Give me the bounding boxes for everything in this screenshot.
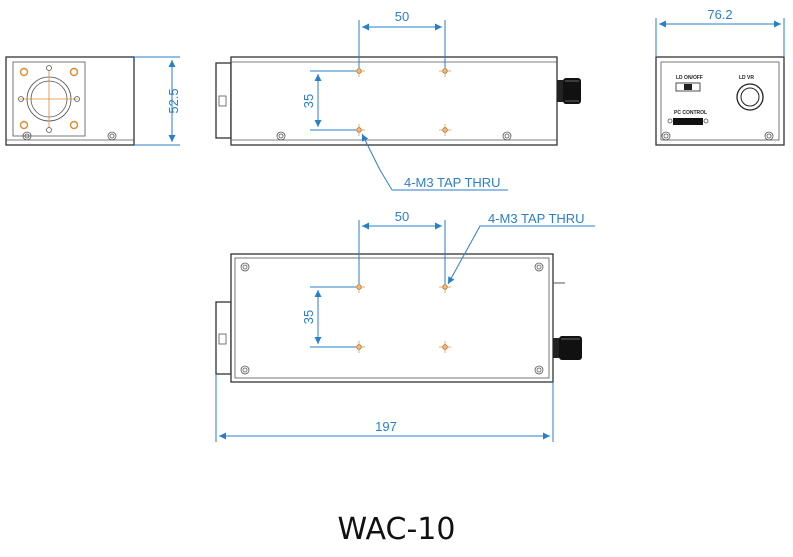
rear-width-dimension: 76.2 — [707, 7, 732, 22]
front-mount-holes — [18, 65, 80, 133]
front-view: 52.5 — [5, 56, 181, 146]
top-hole-spacing-h: 50 — [395, 209, 409, 224]
top-view-body — [230, 253, 554, 383]
front-height-dimension: 52.5 — [166, 88, 181, 113]
top-view-mount-plate — [215, 301, 232, 375]
side-tap-callout: 4-M3 TAP THRU — [404, 175, 501, 190]
side-screws — [276, 131, 512, 141]
top-screws — [240, 262, 544, 375]
rear-view: LD ON/OFF LD VR PC CONTROL 76.2 — [655, 7, 785, 146]
top-tap-callout: 4-M3 TAP THRU — [488, 211, 585, 226]
overall-length-dimension: 197 — [375, 419, 397, 434]
rear-switch-label: LD ON/OFF — [676, 75, 703, 81]
top-view: 50 35 4-M3 TAP THRU 197 — [215, 209, 595, 442]
top-view-knob — [553, 336, 582, 360]
rear-knob-label: LD VR — [739, 75, 754, 81]
side-hole-spacing-v: 35 — [301, 94, 316, 108]
rear-connector-label: PC CONTROL — [674, 110, 707, 116]
pc-control-connector — [673, 118, 703, 125]
side-view-knob — [557, 78, 581, 104]
top-hole-spacing-v: 35 — [301, 310, 316, 324]
rear-view-body — [655, 56, 785, 146]
side-view-mount-plate — [215, 62, 232, 139]
front-screws — [22, 131, 117, 141]
side-view-body — [230, 56, 558, 146]
top-tap-holes — [353, 281, 451, 353]
model-title: WAC-10 — [337, 512, 456, 547]
side-view: 50 35 4-M3 TAP THRU — [215, 9, 581, 191]
lens-mount-plate — [12, 61, 86, 137]
side-hole-spacing-h: 50 — [395, 9, 409, 24]
